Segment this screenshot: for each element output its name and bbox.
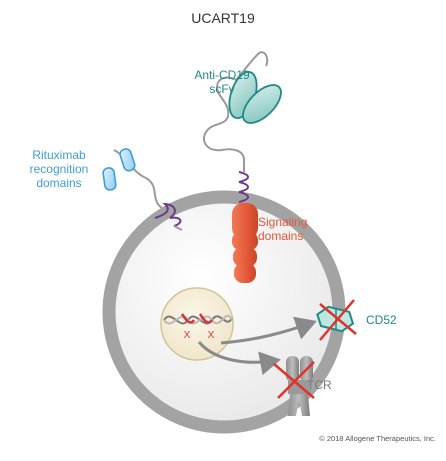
tcr-knockout-cross: [273, 361, 315, 399]
signaling-domains: [232, 203, 258, 283]
car-hinge: [203, 76, 245, 172]
tcr-arrow: [197, 340, 281, 376]
copyright-text: © 2018 Allogene Therapeutics, Inc.: [319, 434, 436, 443]
car-transmembrane: [238, 171, 249, 203]
tcr-label: TCR: [307, 378, 332, 392]
cd52-arrow: [220, 316, 317, 345]
diagram-title: UCART19: [191, 10, 255, 26]
nucleus: [160, 287, 234, 361]
nucleus-knockout-mark: X: [208, 330, 215, 341]
signaling-domains-label: Signaling domains: [258, 215, 308, 243]
nucleus-knockout-mark: X: [184, 330, 191, 341]
cd52-label: CD52: [366, 313, 397, 327]
dna-helix: [163, 313, 233, 325]
anti-cd19-scfv: [228, 51, 282, 124]
rituximab-construct: [102, 148, 183, 231]
anti-cd19-scfv-label: Anti-CD19 scFv: [194, 68, 250, 96]
rituximab-label: Rituximab recognition domains: [29, 148, 89, 190]
cd52-knockout-cross: [319, 299, 357, 341]
